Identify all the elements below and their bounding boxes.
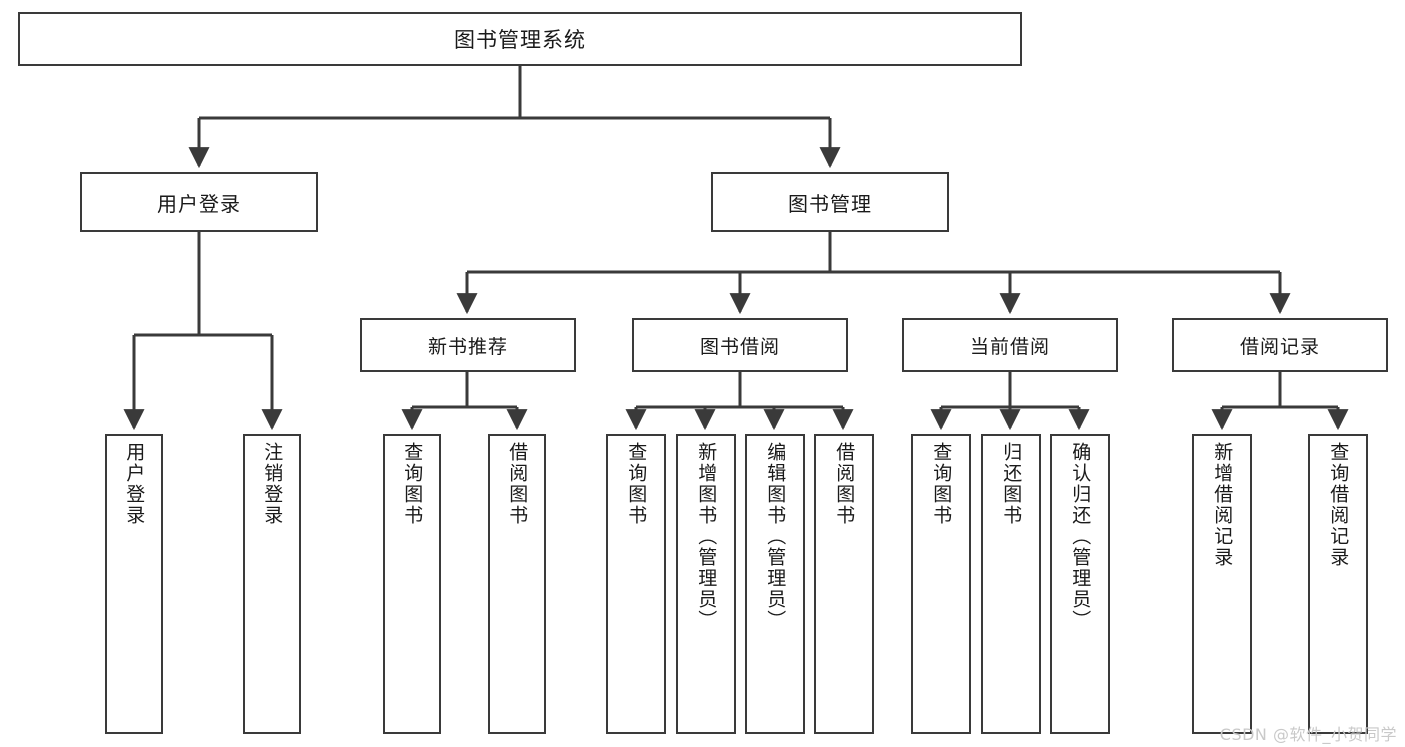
node-leaf-query-borrow-record-label: 查询借阅记录 — [1327, 442, 1350, 568]
node-user-login-label: 用户登录 — [157, 191, 241, 216]
node-user-login[interactable]: 用户登录 — [80, 172, 318, 232]
node-book-borrow[interactable]: 图书借阅 — [632, 318, 848, 372]
node-book-borrow-label: 图书借阅 — [699, 335, 780, 358]
node-root[interactable]: 图书管理系统 — [18, 12, 1022, 66]
node-root-label: 图书管理系统 — [454, 28, 586, 52]
node-leaf-confirm-return-admin-label: 确认归还（管理员） — [1069, 442, 1092, 631]
node-leaf-user-login[interactable]: 用户登录 — [105, 434, 163, 734]
node-leaf-user-login-label: 用户登录 — [123, 442, 146, 526]
node-leaf-current-query-book[interactable]: 查询图书 — [911, 434, 971, 734]
node-leaf-borrow-query-book-label: 查询图书 — [625, 442, 648, 526]
node-leaf-confirm-return-admin[interactable]: 确认归还（管理员） — [1050, 434, 1110, 734]
node-leaf-add-book-admin[interactable]: 新增图书（管理员） — [676, 434, 736, 734]
node-leaf-logout-label: 注销登录 — [261, 442, 284, 526]
node-current-borrow[interactable]: 当前借阅 — [902, 318, 1118, 372]
node-new-book-recommend-label: 新书推荐 — [427, 335, 508, 358]
node-borrow-record[interactable]: 借阅记录 — [1172, 318, 1388, 372]
node-borrow-record-label: 借阅记录 — [1239, 335, 1320, 358]
node-leaf-borrow-book-label: 借阅图书 — [833, 442, 856, 526]
node-book-management-label: 图书管理 — [788, 191, 872, 216]
node-new-book-recommend[interactable]: 新书推荐 — [360, 318, 576, 372]
node-leaf-return-book-label: 归还图书 — [1000, 442, 1023, 526]
node-leaf-add-borrow-record[interactable]: 新增借阅记录 — [1192, 434, 1252, 734]
node-leaf-new-book-query-label: 查询图书 — [401, 442, 424, 526]
node-leaf-new-book-borrow[interactable]: 借阅图书 — [488, 434, 546, 734]
node-leaf-borrow-book[interactable]: 借阅图书 — [814, 434, 874, 734]
node-leaf-new-book-query[interactable]: 查询图书 — [383, 434, 441, 734]
watermark: CSDN @软件_小贺同学 — [1219, 725, 1397, 744]
node-leaf-add-book-admin-label: 新增图书（管理员） — [695, 442, 718, 631]
node-leaf-query-borrow-record[interactable]: 查询借阅记录 — [1308, 434, 1368, 734]
node-leaf-edit-book-admin[interactable]: 编辑图书（管理员） — [745, 434, 805, 734]
node-book-management[interactable]: 图书管理 — [711, 172, 949, 232]
node-leaf-current-query-book-label: 查询图书 — [930, 442, 953, 526]
node-leaf-return-book[interactable]: 归还图书 — [981, 434, 1041, 734]
node-leaf-new-book-borrow-label: 借阅图书 — [506, 442, 529, 526]
node-leaf-add-borrow-record-label: 新增借阅记录 — [1211, 442, 1234, 568]
node-current-borrow-label: 当前借阅 — [969, 335, 1050, 358]
node-leaf-borrow-query-book[interactable]: 查询图书 — [606, 434, 666, 734]
node-leaf-logout[interactable]: 注销登录 — [243, 434, 301, 734]
node-leaf-edit-book-admin-label: 编辑图书（管理员） — [764, 442, 787, 631]
